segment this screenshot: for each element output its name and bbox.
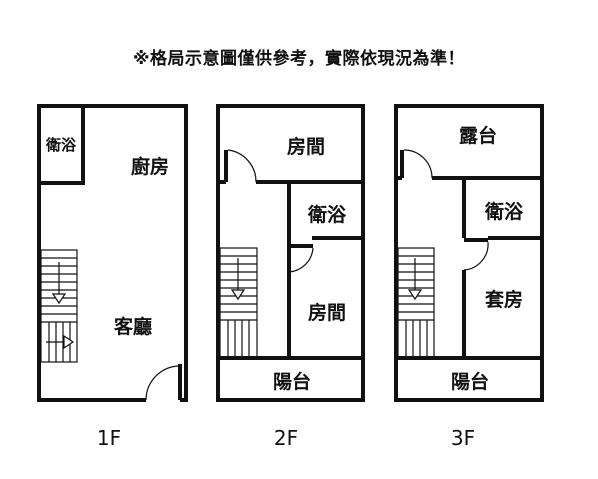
- floor-1-kitchen-label: 廚房: [131, 155, 169, 178]
- floor-3-terrace-label: 露台: [459, 124, 497, 147]
- floor-1-bath-walls: [37, 104, 85, 185]
- floor-3-label: 3F: [451, 426, 475, 450]
- floor-1-outline: [37, 104, 188, 402]
- disclaimer-note: ※格局示意圖僅供參考，實際依現況為準！: [132, 49, 466, 69]
- floor-2-plan: 房間 衛浴 房間 陽台 2F: [216, 104, 365, 450]
- floor-2-balcony-label: 陽台: [273, 370, 311, 393]
- arrow-right-icon: [46, 334, 75, 350]
- floor-3-outline: [394, 104, 544, 402]
- floor-1-label: 1F: [97, 426, 121, 450]
- floor-3-suite-label: 套房: [484, 288, 523, 311]
- floor-2-bath-label: 衛浴: [307, 203, 347, 226]
- stairs-icon: [397, 247, 435, 359]
- floor-1-living-label: 客廳: [114, 315, 152, 338]
- door-swing-icon: [224, 149, 257, 183]
- arrow-down-icon: [407, 258, 423, 301]
- floor-2-outline: [216, 104, 365, 402]
- arrow-down-icon: [230, 258, 246, 301]
- floor-3-plan: 露台 衛浴 套房 陽台 3F: [394, 104, 544, 450]
- floor-2-room-top-label: 房間: [287, 135, 325, 158]
- floor-1-bath-label: 衛浴: [45, 136, 77, 154]
- door-swing-icon: [288, 244, 314, 273]
- floor-2-room-mid-label: 房間: [308, 301, 346, 324]
- door-swing-icon: [145, 364, 182, 403]
- floor-3-bath-label: 衛浴: [484, 200, 524, 223]
- floor-1-plan: 衛浴 廚房 客廳 1F: [37, 104, 188, 450]
- arrow-down-icon: [51, 262, 67, 305]
- stairs-icon: [219, 247, 258, 359]
- door-swing-icon: [400, 149, 433, 179]
- floor-2-label: 2F: [274, 426, 298, 450]
- floor-3-balcony-label: 陽台: [451, 370, 489, 393]
- door-swing-icon: [463, 238, 489, 271]
